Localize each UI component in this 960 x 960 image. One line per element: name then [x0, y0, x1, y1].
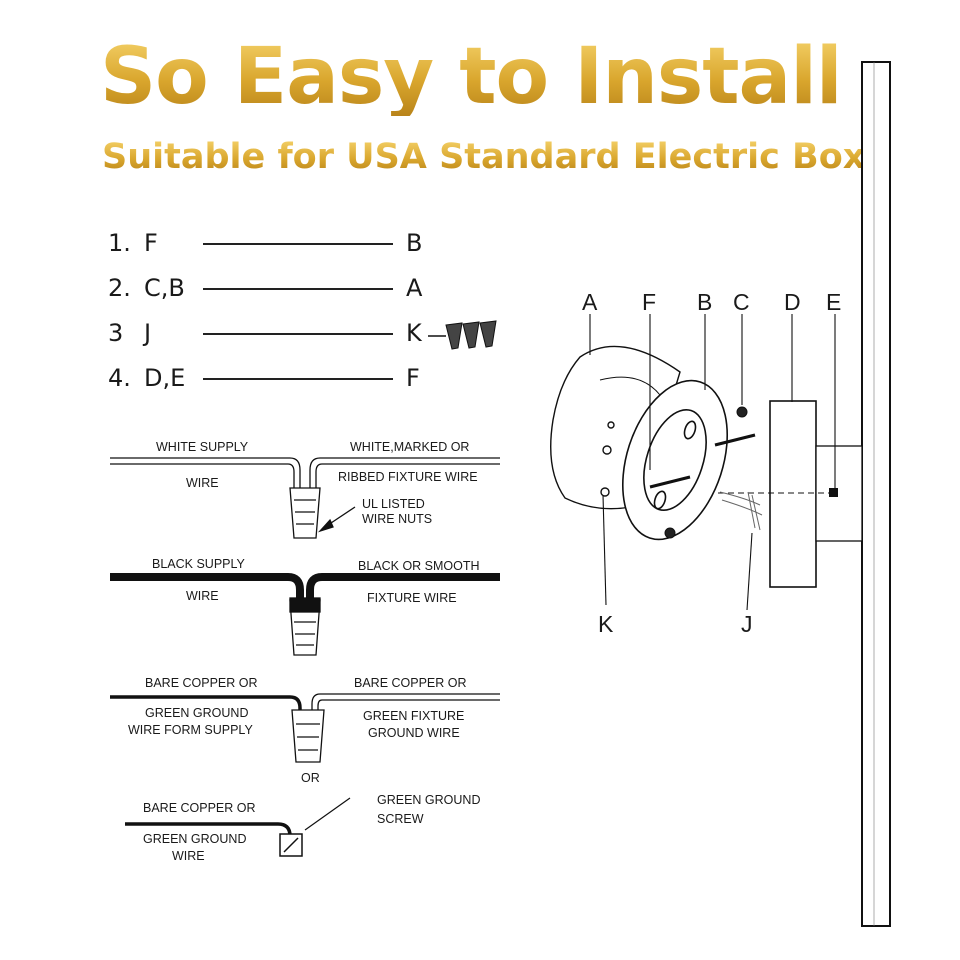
step-number: 3 — [108, 319, 124, 347]
step-1: 1. F B — [108, 228, 508, 258]
step-to: F — [406, 364, 420, 392]
white-fixture-wire-label: RIBBED FIXTURE WIRE — [338, 470, 478, 484]
wire-nut-icon — [428, 320, 497, 350]
screw-wire-label: GREEN GROUND — [143, 832, 247, 846]
black-fixture-label: BLACK OR SMOOTH — [358, 559, 480, 573]
ground-fixture-label: GROUND WIRE — [368, 726, 460, 740]
ground-supply-label: WIRE FORM SUPPLY — [128, 723, 253, 737]
step-from: C,B — [144, 274, 185, 302]
black-wire-diagram — [110, 573, 500, 600]
white-wire-diagram — [110, 457, 500, 490]
wire-nut — [289, 597, 321, 656]
white-fixture-label: WHITE,MARKED OR — [350, 440, 470, 454]
screw-heads — [664, 406, 748, 539]
part-label-a: A — [582, 289, 598, 315]
step-4: 4. D,E F — [108, 363, 508, 393]
mounting-screw-e — [829, 488, 838, 497]
part-label-d: D — [784, 289, 801, 315]
step-number: 2. — [108, 274, 131, 302]
ground-screw-label: GREEN GROUND — [377, 793, 481, 807]
ground-screw-label: SCREW — [377, 812, 424, 826]
wire-nut — [291, 709, 325, 763]
connector-line — [203, 288, 393, 290]
part-label-k: K — [598, 611, 614, 637]
or-label: OR — [301, 771, 320, 785]
connector-line — [203, 333, 393, 335]
black-fixture-wire-label: FIXTURE WIRE — [367, 591, 457, 605]
black-supply-wire-label: WIRE — [186, 589, 219, 603]
step-from: F — [144, 229, 158, 257]
fixture-backplate — [769, 400, 817, 588]
page-subtitle: Suitable for USA Standard Electric Box — [102, 137, 866, 177]
mounting-plate — [621, 379, 729, 541]
part-label-b: B — [697, 289, 713, 315]
nut-pointer-arrow — [317, 506, 356, 533]
part-label-c: C — [733, 289, 750, 315]
ground-screw-diagram — [125, 797, 351, 857]
screw-wire-label: WIRE — [172, 849, 205, 863]
mounting-screws — [649, 433, 756, 489]
step-to: K — [406, 319, 422, 347]
part-label-e: E — [826, 289, 842, 315]
part-label-f: F — [642, 289, 657, 315]
step-2: 2. C,B A — [108, 273, 508, 303]
ground-fixture-label: BARE COPPER OR — [354, 676, 467, 690]
ground-wire-diagram — [110, 693, 500, 712]
step-from: J — [144, 319, 152, 347]
wire-nut — [289, 487, 321, 539]
white-supply-wire-label: WIRE — [186, 476, 219, 490]
step-to: A — [406, 274, 423, 302]
ground-supply-label: BARE COPPER OR — [145, 676, 258, 690]
screw-wire-label: BARE COPPER OR — [143, 801, 256, 815]
white-supply-label: WHITE SUPPLY — [156, 440, 249, 454]
step-3: 3 J K — [108, 318, 508, 348]
page-title: So Easy to Install — [100, 32, 843, 122]
ground-fixture-label: GREEN FIXTURE — [363, 709, 465, 723]
light-bar — [861, 61, 891, 927]
fixture-wires — [719, 491, 763, 531]
connector-line — [203, 243, 393, 245]
step-from: D,E — [144, 364, 186, 392]
step-number: 1. — [108, 229, 131, 257]
part-leader-lines — [589, 314, 836, 611]
part-label-j: J — [741, 611, 753, 637]
step-to: B — [406, 229, 423, 257]
black-supply-label: BLACK SUPPLY — [152, 557, 245, 571]
ground-supply-label: GREEN GROUND — [145, 706, 249, 720]
connector-line — [203, 378, 393, 380]
step-number: 4. — [108, 364, 131, 392]
wire-nut-label: WIRE NUTS — [362, 512, 433, 526]
wire-nut-label: UL LISTED — [362, 497, 425, 511]
